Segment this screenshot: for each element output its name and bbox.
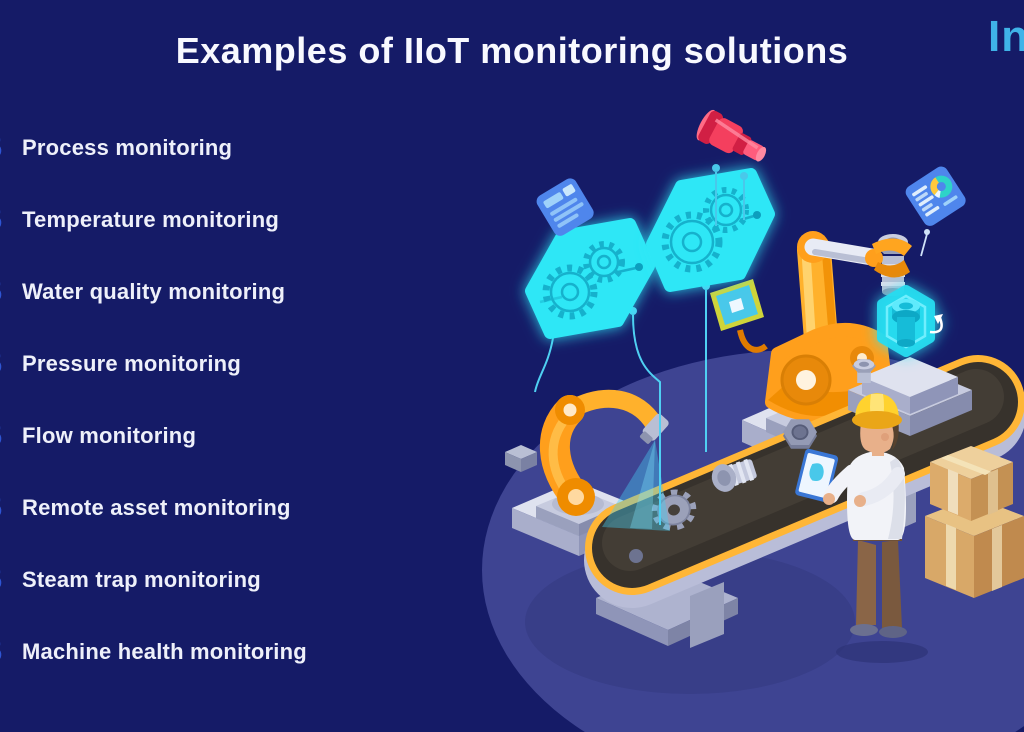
- milling-tool: [696, 109, 767, 162]
- clipped-bullet-icon: 5: [0, 205, 9, 235]
- hex-bolt-on-pedestal: [852, 359, 876, 383]
- tool-drop-lines: [712, 164, 748, 226]
- hologram-panel-center: [646, 168, 775, 292]
- list-item: 5 Machine health monitoring: [0, 637, 307, 667]
- nut-on-belt: [783, 419, 817, 449]
- list-item-label: Temperature monitoring: [22, 207, 280, 232]
- page-title: Examples of IIoT monitoring solutions: [175, 30, 849, 71]
- list-item: 5 Process monitoring: [0, 133, 232, 163]
- list-item-label: Remote asset monitoring: [22, 495, 291, 520]
- tablet: [795, 448, 839, 502]
- brand-logo: In: [988, 12, 1024, 61]
- bolt-on-belt: [711, 458, 757, 492]
- clipped-bullet-icon: 5: [0, 421, 9, 451]
- monitor-screen: [710, 279, 768, 353]
- list-item-label: Flow monitoring: [22, 423, 197, 448]
- robot-arm-left: [539, 389, 669, 516]
- list-item-label: Steam trap monitoring: [22, 567, 261, 592]
- list-item: 5 Remote asset monitoring: [0, 493, 291, 523]
- list-item: 5 Flow monitoring: [0, 421, 196, 451]
- scanner-beam: [602, 440, 670, 531]
- info-card: [536, 178, 594, 236]
- dashboard-card: [905, 166, 966, 226]
- hologram-panel-left: [525, 218, 655, 339]
- card-connector: [920, 229, 930, 257]
- list-item-label: Pressure monitoring: [22, 351, 241, 376]
- list-item: 5 Water quality monitoring: [0, 277, 285, 307]
- clipped-bullet-icon: 5: [0, 277, 9, 307]
- list-item: 5 Temperature monitoring: [0, 205, 279, 235]
- clipped-bullet-icon: 5: [0, 493, 9, 523]
- cardboard-boxes: [925, 446, 1024, 598]
- pie-chart: [930, 175, 953, 198]
- scanner-nozzle: [639, 413, 669, 444]
- list-item-label: Process monitoring: [22, 135, 233, 160]
- clamp-block: [505, 445, 537, 472]
- worker: [795, 393, 928, 663]
- clipped-bullet-icon: 5: [0, 637, 9, 667]
- list-item-label: Machine health monitoring: [22, 639, 307, 664]
- list-item-label: Water quality monitoring: [22, 279, 286, 304]
- clipped-bullet-icon: 5: [0, 565, 9, 595]
- clipped-bullet-icon: 5: [0, 133, 9, 163]
- clipped-bullet-icon: 5: [0, 349, 9, 379]
- list-item: 5 Steam trap monitoring: [0, 565, 261, 595]
- hard-hat: [852, 393, 902, 429]
- hologram-bolt: [877, 285, 943, 357]
- list-item: 5 Pressure monitoring: [0, 349, 241, 379]
